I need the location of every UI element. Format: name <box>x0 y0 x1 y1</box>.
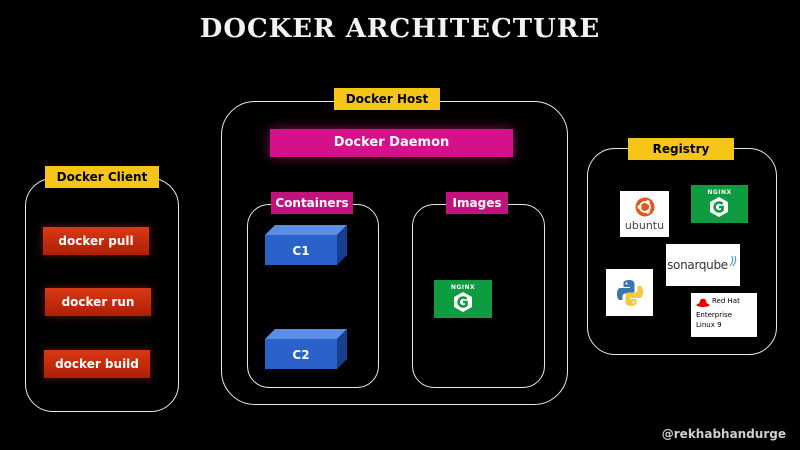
docker-host-label: Docker Host <box>334 88 440 110</box>
images-label: Images <box>446 192 508 214</box>
author-handle: @rekhabhandurge <box>661 427 786 441</box>
nginx-image-text: NGINX <box>450 284 476 291</box>
redhat-line-1: Red Hat <box>712 297 740 305</box>
nginx-registry-text: NGINX <box>707 189 732 196</box>
nginx-registry-logo: NGINX <box>691 185 748 223</box>
registry-label: Registry <box>628 138 734 160</box>
redhat-hat-icon <box>696 298 710 307</box>
ubuntu-text: ubuntu <box>624 218 665 232</box>
container-c1-shape: C1 <box>265 225 347 265</box>
docker-run-command: docker run <box>45 288 151 316</box>
container-c1-front <box>265 235 337 265</box>
container-c1-top <box>265 225 347 235</box>
sonar-waves-icon <box>729 255 737 267</box>
container-c2-front <box>265 339 337 369</box>
container-c2-shape: C2 <box>265 329 347 369</box>
docker-build-command: docker build <box>44 350 150 378</box>
sonarqube-logo: sonarqube <box>666 244 740 286</box>
docker-pull-command: docker pull <box>43 227 149 255</box>
python-icon <box>616 279 643 306</box>
nginx-g-icon <box>454 292 472 312</box>
nginx-registry-g-icon <box>710 197 728 217</box>
ubuntu-icon <box>635 197 654 216</box>
redhat-logo: Red Hat Enterprise Linux 9 <box>691 293 757 337</box>
container-c2-top <box>265 329 347 339</box>
container-c1-side <box>337 225 347 265</box>
sonarqube-text: sonarqube <box>667 258 728 272</box>
containers-label: Containers <box>271 192 353 214</box>
diagram-title: DOCKER ARCHITECTURE <box>199 14 601 44</box>
container-c2-side <box>337 329 347 369</box>
ubuntu-logo: ubuntu <box>620 191 669 237</box>
docker-daemon-bar: Docker Daemon <box>270 129 513 157</box>
container-c1-label: C1 <box>292 244 309 258</box>
python-logo <box>606 269 653 316</box>
nginx-image-logo: NGINX <box>434 280 492 318</box>
redhat-line-2: Enterprise <box>696 311 733 319</box>
redhat-line-3: Linux 9 <box>696 321 722 329</box>
container-c2-label: C2 <box>292 348 309 362</box>
docker-client-label: Docker Client <box>45 166 159 188</box>
